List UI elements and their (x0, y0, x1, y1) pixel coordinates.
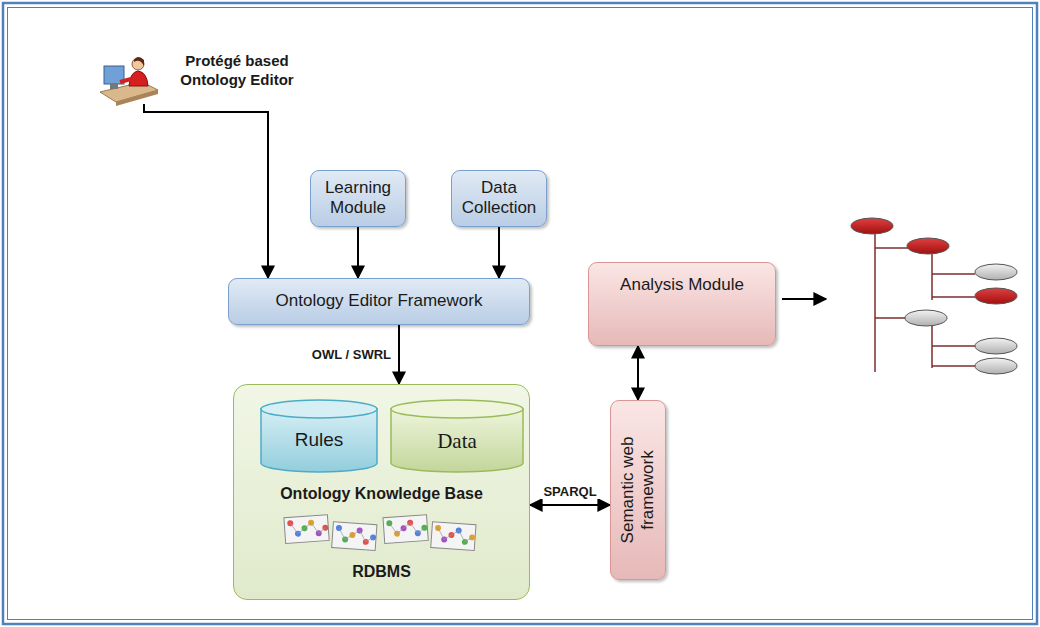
connector-arrow (637, 346, 639, 400)
process-box: Learning Module (310, 170, 406, 227)
connector-arrow (398, 325, 400, 384)
database-cylinder: Data (390, 399, 524, 473)
inner-frame (8, 8, 1033, 620)
edge-label: OWL / SWRL (310, 347, 393, 362)
process-box: Analysis Module (588, 262, 776, 346)
node-label: Ontology Editor Framework (276, 291, 483, 311)
node-label: Protégé based Ontology Editor (162, 52, 312, 90)
connector-arrow (498, 227, 500, 279)
node-label: Analysis Module (620, 275, 744, 295)
outer-frame (3, 3, 1037, 624)
node-label: Learning Module (318, 178, 398, 219)
kb-label: RDBMS (234, 563, 529, 581)
connector-arrow (530, 504, 610, 506)
database-cylinder: Rules (260, 399, 378, 473)
tree-nodes (851, 218, 1017, 374)
node-label: Rules (260, 429, 378, 451)
process-box: Semantic web framework (610, 400, 666, 580)
process-box: Ontology Editor Framework (228, 278, 530, 325)
connector-arrow (357, 227, 359, 279)
node-label: Data Collection (459, 178, 539, 219)
knowledge-base: Ontology Knowledge BaseRDBMS Rules Data (233, 384, 530, 600)
editor-user: Protégé based Ontology Editor (98, 52, 334, 104)
output-arrow (782, 298, 826, 300)
kb-label: Ontology Knowledge Base (234, 485, 529, 503)
node-label: Data (390, 429, 524, 454)
edge-label: SPARQL (541, 484, 598, 499)
process-box: Data Collection (451, 170, 547, 227)
result-tree (875, 232, 975, 372)
node-label: Semantic web framework (618, 430, 657, 550)
connector-arrow (144, 104, 268, 278)
